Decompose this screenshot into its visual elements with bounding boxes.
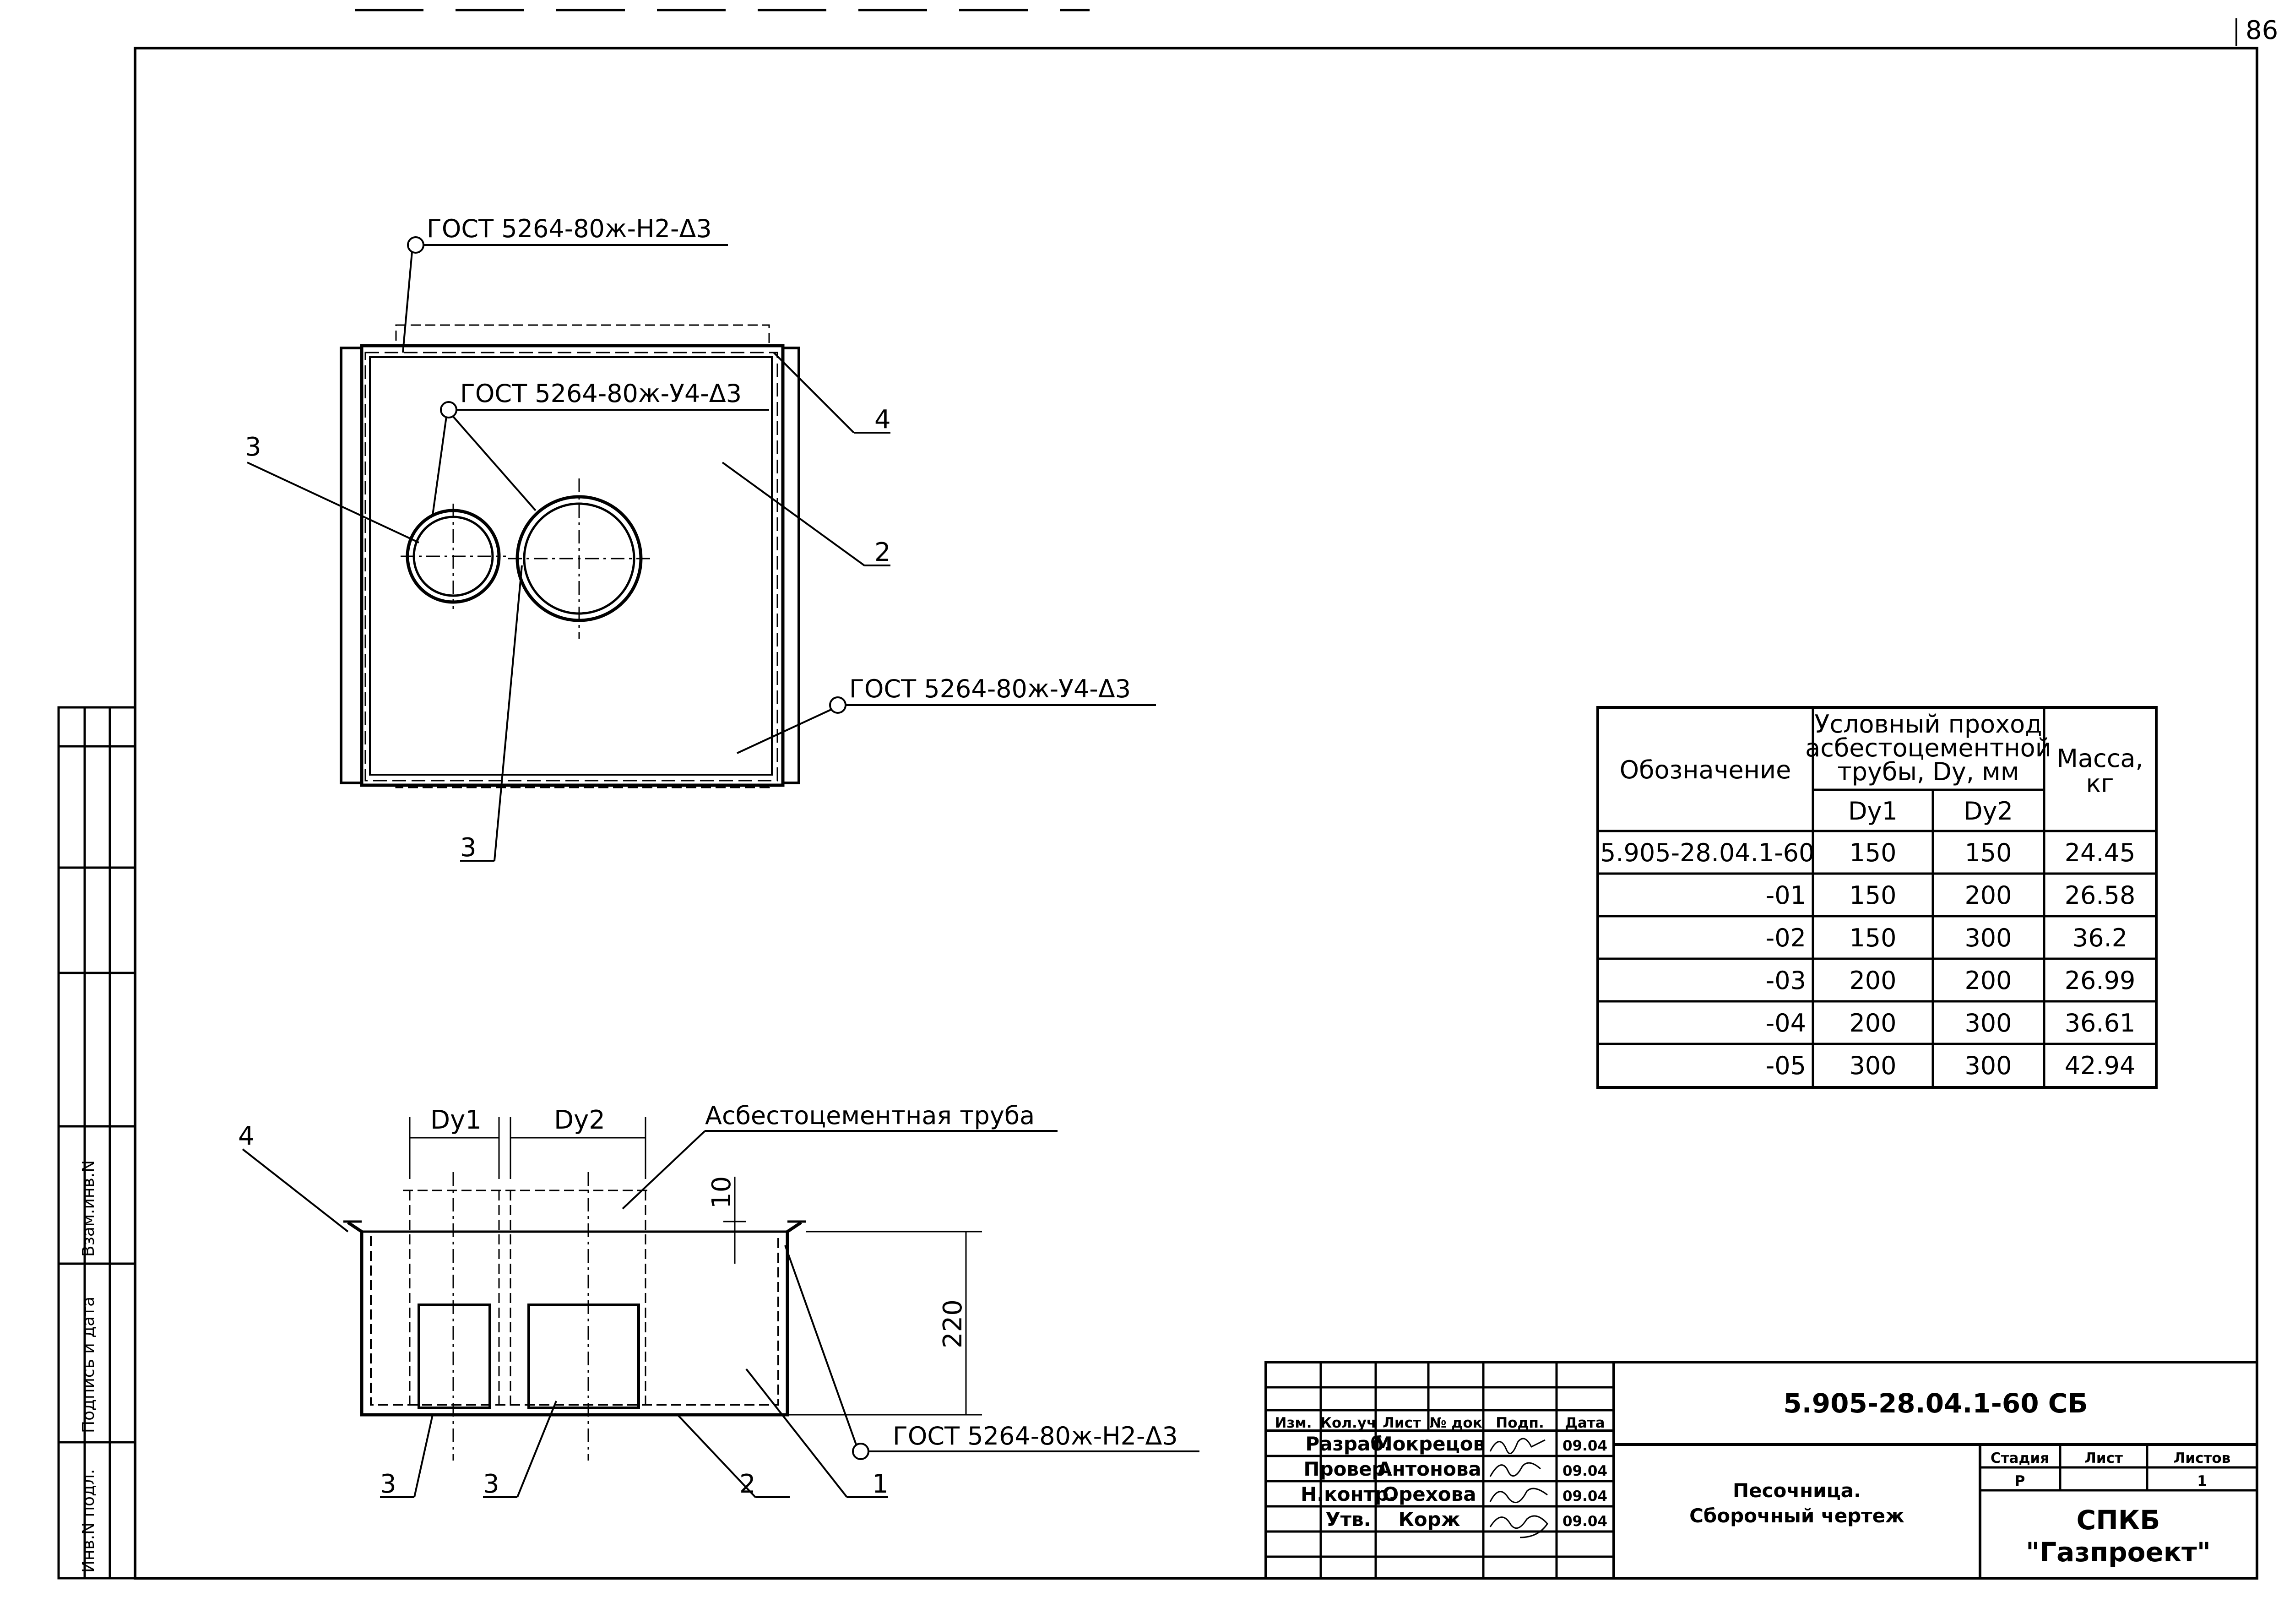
organization-line1: СПКБ (2077, 1505, 2160, 1536)
section-callout-3a: 3 (380, 1469, 396, 1499)
tb-header-list: Лист (1383, 1415, 1421, 1431)
section-callout-4: 4 (238, 1121, 255, 1151)
tb-name: Мокрецов (1373, 1433, 1485, 1455)
table-cell-mass: 42.94 (2065, 1051, 2136, 1080)
variants-table (1596, 706, 2158, 1089)
tb-date: 09.04 (1562, 1463, 1607, 1479)
side-stamp-vzam: Взам.инв.N (79, 1160, 98, 1257)
table-header-mass-line2: кг (2086, 769, 2114, 798)
table-cell-dy2: 300 (1964, 923, 2012, 952)
table-cell-dy1: 300 (1849, 1051, 1896, 1080)
section-callout-2: 2 (739, 1469, 756, 1499)
table-cell-mass: 36.61 (2065, 1009, 2136, 1037)
table-subheader-dy2: Dу2 (1964, 797, 2013, 826)
table-cell-dy1: 150 (1849, 838, 1896, 867)
tb-header-podp: Подп. (1496, 1415, 1544, 1431)
section-dy2-label: Dу2 (554, 1105, 605, 1135)
table-cell-dy2: 200 (1964, 966, 2012, 995)
tb-date: 09.04 (1562, 1488, 1607, 1505)
tb-name: Антонова (1377, 1458, 1481, 1480)
plan-callout-3a: 3 (245, 432, 261, 462)
weld-label-top: ГОСТ 5264-80ж-Н2-Δ3 (427, 214, 712, 243)
tb-role: Разраб. (1305, 1433, 1391, 1455)
weld-label-middle: ГОСТ 5264-80ж-У4-Δ3 (460, 379, 742, 408)
plan-callout-4: 4 (874, 405, 891, 435)
document-code: 5.905-28.04.1-60 СБ (1783, 1388, 2088, 1419)
drawing-title-line1: Песочница. (1733, 1479, 1861, 1502)
table-cell-designation: -04 (1766, 1009, 1806, 1037)
title-block (1264, 1361, 2258, 1580)
table-cell-mass: 36.2 (2072, 923, 2127, 952)
table-cell-dy2: 200 (1964, 881, 2012, 910)
table-header-pipe-line2: асбестоцементной (1805, 733, 2051, 762)
table-header-pipe-line3: трубы, Dу, мм (1837, 757, 2019, 786)
table-cell-designation: -01 (1766, 881, 1806, 910)
table-cell-mass: 26.99 (2065, 966, 2136, 995)
table-cell-dy1: 200 (1849, 1009, 1896, 1037)
drawing-title-line2: Сборочный чертеж (1689, 1505, 1904, 1527)
dimension-10: 10 (707, 1176, 737, 1209)
tb-date: 09.04 (1562, 1513, 1607, 1530)
weld-label-bottom: ГОСТ 5264-80ж-Н2-Δ3 (893, 1422, 1178, 1450)
tb-listov-value: 1 (2197, 1473, 2207, 1489)
tb-header-izm: Изм. (1275, 1415, 1312, 1431)
tb-name: Корж (1398, 1508, 1460, 1531)
tb-date: 09.04 (1562, 1438, 1607, 1454)
tb-header-kolch: Кол.уч (1320, 1415, 1377, 1431)
table-cell-dy2: 300 (1964, 1051, 2012, 1080)
side-stamp (57, 706, 136, 1580)
plan-callout-2: 2 (874, 538, 891, 567)
table-header-designation: Обозначение (1620, 755, 1791, 784)
tb-header-stadiya: Стадия (1991, 1450, 2049, 1466)
table-cell-mass: 26.58 (2065, 881, 2136, 910)
table-header-mass-line1: Масса, (2056, 744, 2143, 773)
tb-role: Н.контр. (1301, 1483, 1396, 1505)
table-cell-dy1: 200 (1849, 966, 1896, 995)
tb-role: Провер. (1303, 1458, 1393, 1480)
side-stamp-podpis: Подпись и дата (79, 1297, 98, 1433)
table-rows: 5.905-28.04.1-60 150 150 24.45 -01 150 200 26.5… (1600, 838, 2135, 1080)
table-subheader-dy1: Dу1 (1848, 797, 1898, 826)
tb-name: Орехова (1382, 1483, 1476, 1505)
table-cell-dy1: 150 (1849, 881, 1896, 910)
tb-signatures (1489, 1438, 1548, 1538)
tb-header-listov: Листов (2174, 1450, 2231, 1466)
table-cell-dy2: 150 (1964, 838, 2012, 867)
table-header-pipe-line1: Условный проход (1814, 710, 2042, 739)
table-cell-designation: 5.905-28.04.1-60 (1600, 838, 1814, 867)
dimension-220: 220 (938, 1299, 968, 1348)
table-cell-mass: 24.45 (2065, 838, 2136, 867)
section-callout-3b: 3 (483, 1469, 499, 1499)
side-stamp-inv-podl: Инв.N подл. (79, 1469, 98, 1573)
tb-header-ndok: № док (1429, 1415, 1482, 1431)
table-cell-designation: -02 (1766, 923, 1806, 952)
organization-line2: "Газпроект" (2026, 1537, 2211, 1568)
section-callout-1: 1 (872, 1469, 889, 1499)
table-cell-dy2: 300 (1964, 1009, 2012, 1037)
tb-header-list2: Лист (2084, 1450, 2123, 1466)
sheet-number: 86 (2246, 16, 2278, 45)
table-cell-designation: -03 (1766, 966, 1806, 995)
plan-view (247, 236, 1156, 862)
tb-header-data: Дата (1565, 1415, 1605, 1431)
table-cell-designation: -05 (1766, 1051, 1806, 1080)
table-cell-dy1: 150 (1849, 923, 1896, 952)
tb-role: Утв. (1325, 1508, 1371, 1531)
pipe-label: Асбестоцементная труба (705, 1101, 1035, 1130)
tb-stadiya-value: Р (2015, 1473, 2025, 1489)
plan-callout-3b: 3 (460, 833, 477, 863)
section-dy1-label: Dу1 (430, 1105, 482, 1135)
weld-label-right: ГОСТ 5264-80ж-У4-Δ3 (849, 674, 1131, 703)
section-view (242, 1117, 1199, 1498)
